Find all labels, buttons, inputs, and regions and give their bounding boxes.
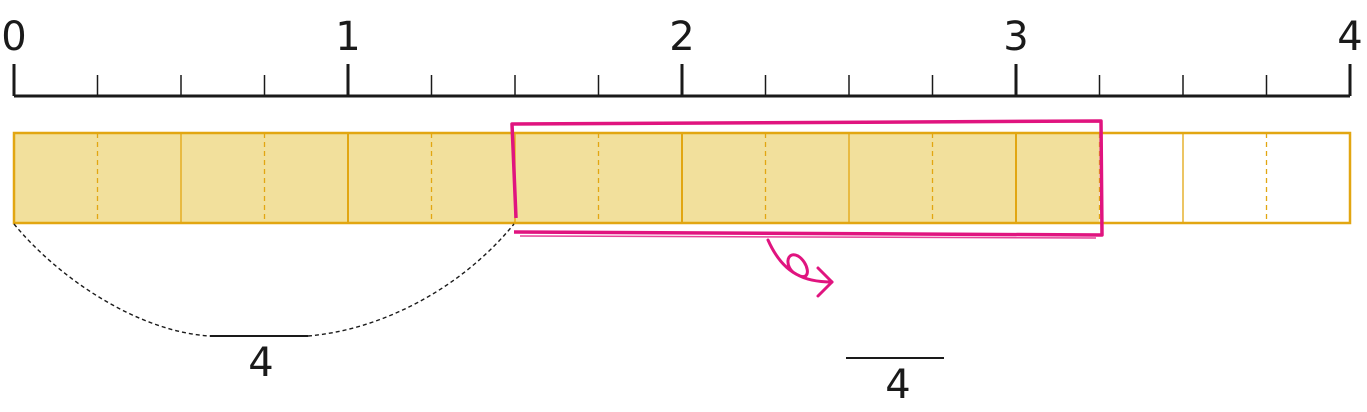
shaded-cell: [598, 133, 682, 223]
tick-label-0: 0: [1, 14, 26, 60]
shaded-cell: [1016, 133, 1100, 223]
fraction-right-denominator: 4: [885, 362, 910, 408]
axis-labels: 0 1 2 3 4: [1, 14, 1362, 60]
axis-ticks: [12, 64, 1352, 96]
highlight-outline: [510, 119, 1104, 237]
shaded-cell: [932, 133, 1016, 223]
empty-cell: [1183, 133, 1267, 223]
number-line: 0 1 2 3 4: [1, 14, 1363, 98]
shaded-cell: [348, 133, 432, 223]
highlight-sketch-stroke: [519, 235, 1097, 239]
shaded-cell: [682, 133, 766, 223]
curl-arrow-icon: [766, 238, 834, 298]
empty-cell: [1266, 133, 1350, 223]
tick-label-4: 4: [1337, 14, 1362, 60]
empty-cell: [1099, 133, 1183, 223]
fraction-bar: [12, 131, 1352, 225]
fraction-left-denominator: 4: [248, 340, 273, 386]
shaded-cell: [264, 133, 348, 223]
tick-label-1: 1: [335, 14, 360, 60]
dashed-brace-arc: [13, 223, 515, 337]
shaded-cell: [849, 133, 933, 223]
shaded-cell: [14, 133, 98, 223]
highlight-box: [510, 119, 1104, 239]
shaded-cell: [181, 133, 265, 223]
shaded-cell: [431, 133, 515, 223]
shaded-cell: [97, 133, 181, 223]
shaded-cell: [515, 133, 599, 223]
tick-label-2: 2: [669, 14, 694, 60]
shaded-cell: [765, 133, 849, 223]
tick-label-3: 3: [1003, 14, 1028, 60]
